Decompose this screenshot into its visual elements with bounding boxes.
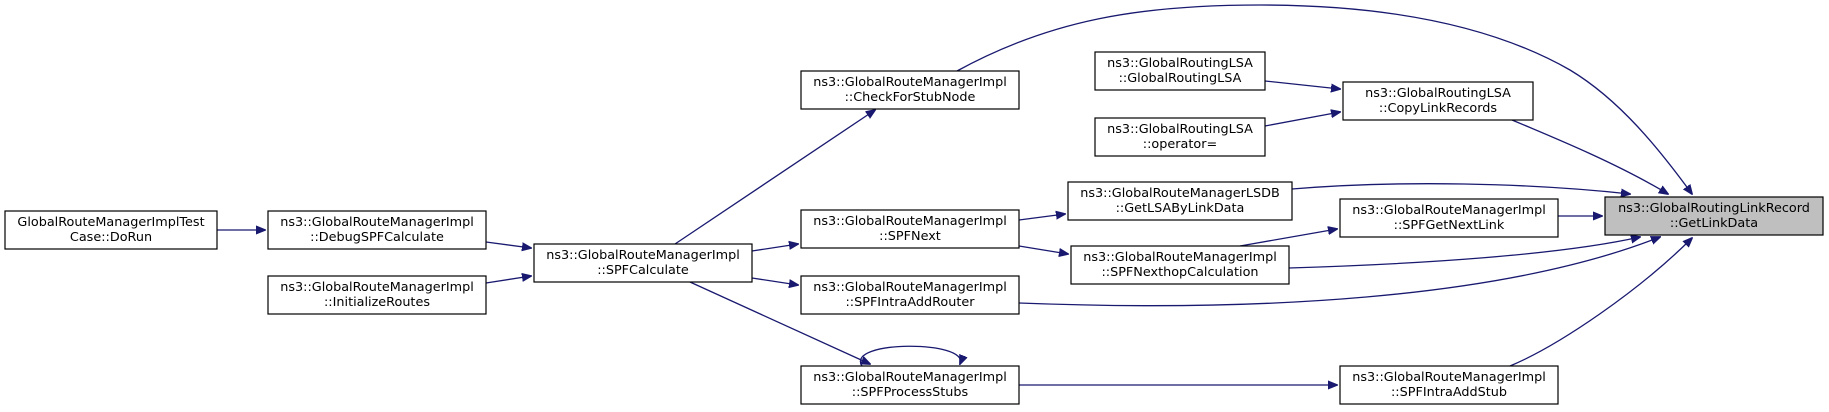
edge-spfintraaddrouter-to-getlinkdata	[1018, 237, 1660, 307]
node-label-line: ::CheckForStubNode	[845, 90, 976, 105]
node-label-line: ns3::GlobalRouteManagerImpl	[280, 280, 474, 295]
node-box	[1094, 117, 1266, 157]
node-label-line: ::SPFIntraAddRouter	[845, 295, 975, 310]
node-label-line: ::SPFCalculate	[597, 263, 689, 278]
node-label-line: ::operator=	[1143, 137, 1217, 152]
node-label-line: ::SPFProcessStubs	[852, 385, 969, 400]
node-label-line: ns3::GlobalRouteManagerImpl	[1352, 203, 1546, 218]
node-spfprocessstubs[interactable]: ns3::GlobalRouteManagerImpl::SPFProcessS…	[800, 365, 1020, 405]
node-label-line: ns3::GlobalRouteManagerImpl	[813, 370, 1007, 385]
node-label-line: ns3::GlobalRouteManagerImpl	[1083, 250, 1277, 265]
node-box	[1342, 81, 1534, 121]
edge-globalroutinglsa-ctor-to-copylinkrecords	[1264, 80, 1340, 89]
edge-initializeroutes-to-spfcalculate	[485, 276, 531, 284]
edges-layer	[217, 4, 1692, 385]
node-label-line: Case::DoRun	[70, 230, 152, 245]
node-box	[800, 275, 1020, 315]
node-label-line: ::SPFNexthopCalculation	[1101, 265, 1258, 280]
node-label-line: ns3::GlobalRoutingLSA	[1107, 56, 1253, 71]
node-box	[800, 70, 1020, 110]
node-label-line: ::InitializeRoutes	[324, 295, 430, 310]
node-label-line: ::SPFIntraAddStub	[1391, 385, 1507, 400]
edge-debugspfcalculate-to-spfcalculate	[485, 241, 531, 248]
edge-spfcalculate-to-spfnext	[751, 244, 798, 252]
edge-operator-assign-to-copylinkrecords	[1264, 112, 1340, 127]
node-box	[4, 210, 218, 250]
node-getlsabylinkdata[interactable]: ns3::GlobalRouteManagerLSDB::GetLSAByLin…	[1067, 181, 1293, 221]
edge-spfnexthopcalculation-to-getlinkdata	[1288, 237, 1640, 269]
node-box	[267, 210, 487, 250]
node-label-line: ns3::GlobalRouteManagerImpl	[813, 280, 1007, 295]
edge-spfcalculate-to-spfintraaddrouter	[751, 277, 798, 285]
node-label-line: ::SPFNext	[879, 229, 941, 244]
edge-spfcalculate-to-checkforstubnode	[674, 110, 875, 245]
node-label-line: ::DebugSPFCalculate	[310, 230, 444, 245]
node-label-line: ns3::GlobalRouteManagerImpl	[813, 75, 1007, 90]
node-label-line: ns3::GlobalRouteManagerLSDB	[1080, 186, 1280, 201]
node-label-line: ns3::GlobalRouteManagerImpl	[546, 248, 740, 263]
node-spfgetnextlink[interactable]: ns3::GlobalRouteManagerImpl::SPFGetNextL…	[1339, 198, 1559, 238]
node-box	[1339, 198, 1559, 238]
node-label-line: ns3::GlobalRoutingLSA	[1365, 86, 1511, 101]
edge-spfnext-to-spfnexthopcalculation	[1018, 245, 1068, 254]
edge-spfcalculate-to-spfprocessstubs	[689, 281, 870, 364]
node-label-line: ::GetLinkData	[1670, 216, 1758, 231]
node-getlinkdata[interactable]: ns3::GlobalRoutingLinkRecord::GetLinkDat…	[1604, 196, 1824, 236]
node-box	[267, 275, 487, 315]
node-label-line: GlobalRouteManagerImplTest	[17, 215, 204, 230]
node-spfcalculate[interactable]: ns3::GlobalRouteManagerImpl::SPFCalculat…	[533, 243, 753, 283]
node-checkforstubnode[interactable]: ns3::GlobalRouteManagerImpl::CheckForStu…	[800, 70, 1020, 110]
node-label-line: ns3::GlobalRouteManagerImpl	[1352, 370, 1546, 385]
node-box	[533, 243, 753, 283]
node-spfintraaddrouter[interactable]: ns3::GlobalRouteManagerImpl::SPFIntraAdd…	[800, 275, 1020, 315]
edge-checkforstubnode-to-getlinkdata	[956, 4, 1692, 194]
node-label-line: ns3::GlobalRoutingLSA	[1107, 122, 1253, 137]
node-box	[1604, 196, 1824, 236]
node-spfintraaddstub[interactable]: ns3::GlobalRouteManagerImpl::SPFIntraAdd…	[1339, 365, 1559, 405]
node-box	[800, 365, 1020, 405]
node-box	[1070, 245, 1290, 285]
node-copylinkrecords[interactable]: ns3::GlobalRoutingLSA::CopyLinkRecords	[1342, 81, 1534, 121]
node-box	[1094, 51, 1266, 91]
node-label-line: ::CopyLinkRecords	[1379, 101, 1498, 116]
node-label-line: ::SPFGetNextLink	[1394, 218, 1505, 233]
node-label-line: ns3::GlobalRoutingLinkRecord	[1618, 201, 1810, 216]
node-label-line: ns3::GlobalRouteManagerImpl	[280, 215, 474, 230]
edge-getlsabylinkdata-to-getlinkdata	[1291, 183, 1630, 194]
node-globalroutinglsa-ctor[interactable]: ns3::GlobalRoutingLSA::GlobalRoutingLSA	[1094, 51, 1266, 91]
nodes-layer: ns3::GlobalRoutingLinkRecord::GetLinkDat…	[4, 51, 1824, 405]
node-operator-assign[interactable]: ns3::GlobalRoutingLSA::operator=	[1094, 117, 1266, 157]
node-label-line: ns3::GlobalRouteManagerImpl	[813, 214, 1007, 229]
edge-spfprocessstubs-to-spfprocessstubs	[859, 345, 960, 367]
node-box	[1339, 365, 1559, 405]
node-initializeroutes[interactable]: ns3::GlobalRouteManagerImpl::InitializeR…	[267, 275, 487, 315]
node-box	[800, 209, 1020, 249]
edge-spfnext-to-getlsabylinkdata	[1018, 214, 1065, 221]
edge-spfintraaddstub-to-getlinkdata	[1509, 238, 1692, 367]
node-debugspfcalculate[interactable]: ns3::GlobalRouteManagerImpl::DebugSPFCal…	[267, 210, 487, 250]
node-spfnexthopcalculation[interactable]: ns3::GlobalRouteManagerImpl::SPFNexthopC…	[1070, 245, 1290, 285]
node-label-line: ::GlobalRoutingLSA	[1119, 71, 1242, 86]
edge-copylinkrecords-to-getlinkdata	[1511, 119, 1668, 194]
node-label-line: ::GetLSAByLinkData	[1116, 201, 1245, 216]
node-box	[1067, 181, 1293, 221]
edge-spfnexthopcalculation-to-spfgetnextlink	[1239, 229, 1337, 247]
node-spfnext[interactable]: ns3::GlobalRouteManagerImpl::SPFNext	[800, 209, 1020, 249]
